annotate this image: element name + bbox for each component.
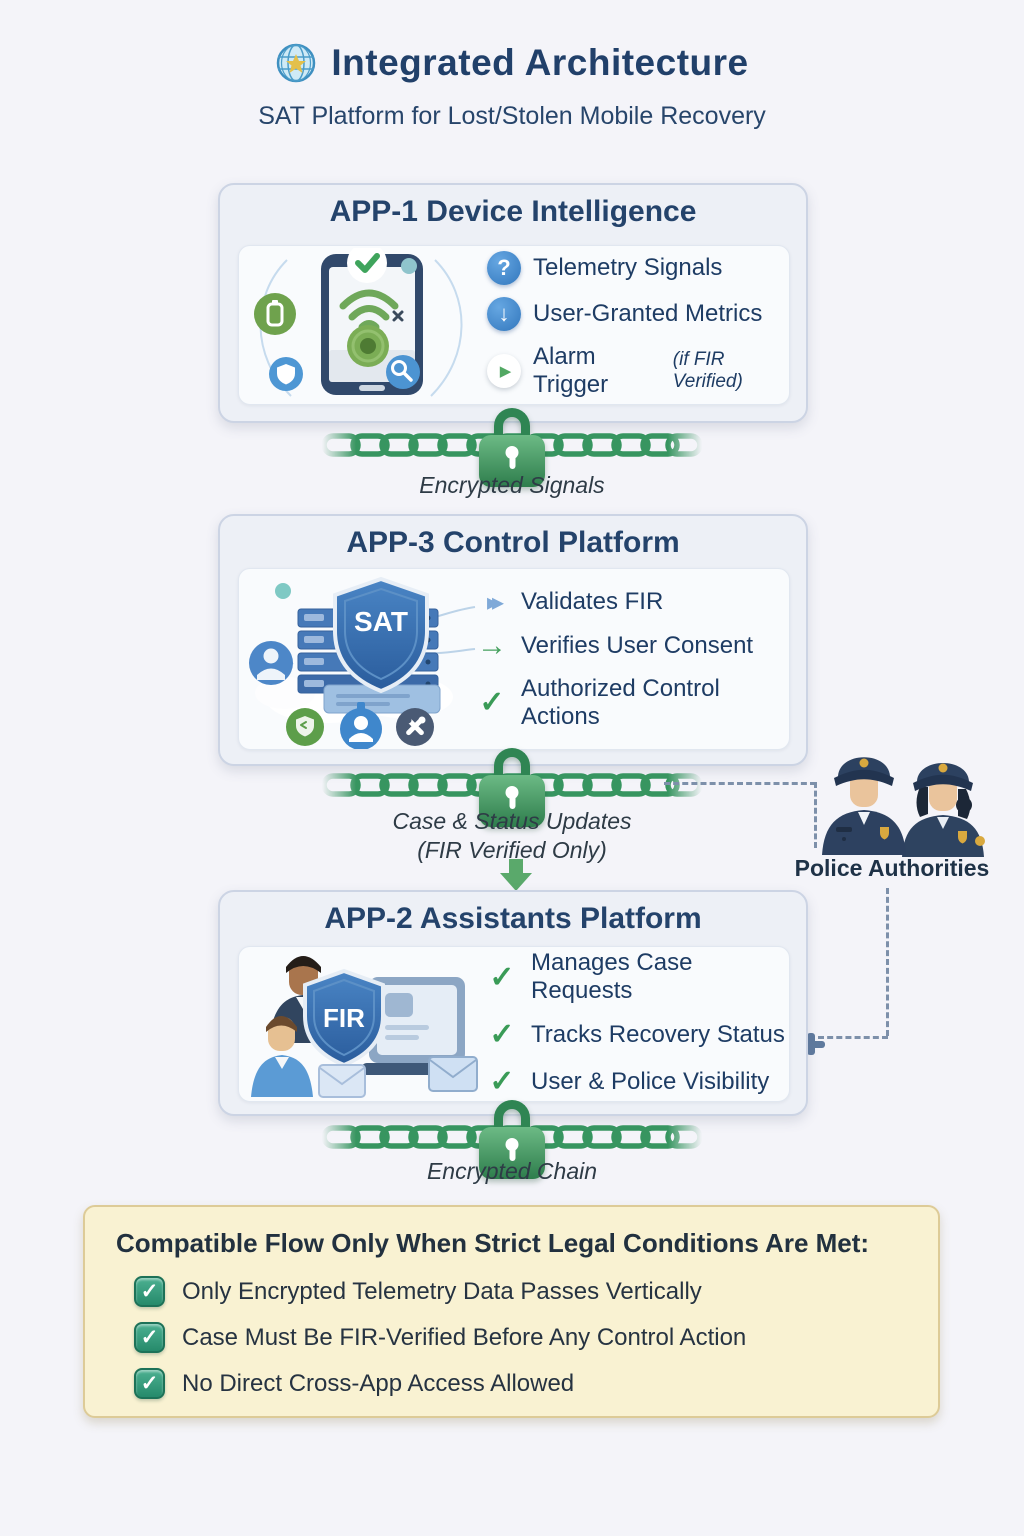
police-authorities-label: Police Authorities <box>794 855 990 881</box>
encrypted-chain-connector <box>322 748 702 827</box>
legal-conditions-box: Compatible Flow Only When Strict Legal C… <box>83 1205 940 1418</box>
dashed-connector <box>814 782 817 848</box>
checkbox-check-icon <box>134 1368 165 1399</box>
list-item: Validates FIR <box>475 588 789 617</box>
chain-label: Encrypted Signals <box>419 472 605 498</box>
download-icon <box>487 297 521 331</box>
item-text: User & Police Visibility <box>531 1067 770 1095</box>
app1-panel: Telemetry Signals User-Granted Metrics A… <box>238 245 790 405</box>
sat-server-illustration: SAT <box>249 576 476 749</box>
item-text: Verifies User Consent <box>521 631 754 659</box>
checkbox-check-icon <box>134 1276 165 1307</box>
item-text: Alarm Trigger <box>533 343 609 398</box>
list-item: Telemetry Signals <box>487 251 789 285</box>
chain-label: Case & Status Updates <box>392 808 632 834</box>
arrow-right-green-icon <box>475 629 509 663</box>
legal-item: Case Must Be FIR-Verified Before Any Con… <box>134 1322 938 1353</box>
list-item: Manages Case Requests <box>485 949 789 1005</box>
app1-title: APP-1 Device Intelligence <box>329 195 697 228</box>
app2-items: Manages Case Requests Tracks Recovery St… <box>485 947 789 1101</box>
list-item: Alarm Trigger (if FIR Verified) <box>487 343 789 399</box>
envelope-icon <box>428 1056 478 1092</box>
legal-item-text: Only Encrypted Telemetry Data Passes Ver… <box>182 1277 702 1305</box>
app3-control-platform-box: APP-3 Control Platform <box>218 514 808 766</box>
app1-device-intelligence-box: APP-1 Device Intelligence <box>218 183 808 423</box>
check-green-icon <box>475 685 509 720</box>
svg-text:SAT: SAT <box>354 606 408 637</box>
person-youth-icon <box>251 1016 313 1097</box>
item-text: Authorized Control Actions <box>521 674 720 730</box>
laptop-icon <box>361 977 473 1075</box>
item-text: Manages Case Requests <box>531 949 693 1004</box>
dashed-connector <box>886 888 889 1036</box>
app2-title: APP-2 Assistants Platform <box>324 902 702 935</box>
legal-item-text: No Direct Cross-App Access Allowed <box>182 1369 575 1397</box>
policy-shield-icon <box>286 708 324 746</box>
legal-title: Compatible Flow Only When Strict Legal C… <box>116 1228 870 1258</box>
globe-icon <box>277 43 316 83</box>
dashed-connector <box>818 1036 888 1039</box>
police-officers-icon <box>822 757 985 857</box>
encrypted-chain-connector <box>322 408 702 487</box>
list-item: Authorized Control Actions <box>475 675 789 731</box>
item-text: Tracks Recovery Status <box>531 1020 785 1048</box>
envelope-icon <box>318 1064 366 1098</box>
battery-icon <box>254 293 296 335</box>
legal-item-text: Case Must Be FIR-Verified Before Any Con… <box>182 1323 747 1351</box>
person-icon <box>340 702 382 749</box>
police-authorities-figure <box>818 733 988 862</box>
list-item: User & Police Visibility <box>485 1064 789 1099</box>
list-item: User-Granted Metrics <box>487 297 789 331</box>
app2-panel: FIR Manages Case Requests Tr <box>238 946 790 1102</box>
dashed-connector <box>664 782 816 785</box>
list-item: Verifies User Consent <box>475 629 789 663</box>
app3-title: APP-3 Control Platform <box>346 526 680 559</box>
page-header: Integrated Architecture <box>0 42 1024 84</box>
item-text: Validates FIR <box>521 588 664 615</box>
phone-telemetry-illustration <box>254 248 463 397</box>
arrow-right-blue-icon <box>475 588 509 617</box>
fir-case-illustration: FIR <box>251 956 478 1098</box>
check-green-icon <box>485 1017 519 1052</box>
chain-label: (FIR Verified Only) <box>417 837 607 863</box>
encrypted-chain-connector <box>322 1100 702 1179</box>
svg-text:FIR: FIR <box>323 1003 365 1033</box>
legal-items: Only Encrypted Telemetry Data Passes Ver… <box>134 1276 938 1399</box>
app3-panel: SAT <box>238 568 790 750</box>
app2-assistants-platform-box: APP-2 Assistants Platform <box>218 890 808 1116</box>
chain-label: Encrypted Chain <box>426 1158 598 1184</box>
tools-icon <box>396 708 434 746</box>
sat-shield-icon: SAT <box>333 576 429 694</box>
junction-icon <box>797 1031 825 1057</box>
legal-item: Only Encrypted Telemetry Data Passes Ver… <box>134 1276 938 1307</box>
check-green-icon <box>485 960 519 995</box>
down-arrow-icon <box>500 859 532 891</box>
legal-item: No Direct Cross-App Access Allowed <box>134 1368 938 1399</box>
check-green-icon <box>485 1064 519 1099</box>
padlock-icon <box>479 748 545 827</box>
padlock-icon <box>479 1100 545 1179</box>
app3-items: Validates FIR Verifies User Consent Auth… <box>475 569 789 749</box>
item-text: User-Granted Metrics <box>533 300 763 327</box>
question-icon <box>487 251 521 285</box>
item-note: (if FIR Verified) <box>672 349 743 392</box>
app1-items: Telemetry Signals User-Granted Metrics A… <box>487 246 789 404</box>
list-item: Tracks Recovery Status <box>485 1017 789 1052</box>
checkbox-check-icon <box>134 1322 165 1353</box>
play-icon <box>487 354 521 388</box>
page-subtitle: SAT Platform for Lost/Stolen Mobile Reco… <box>258 102 766 130</box>
page-title: Integrated Architecture <box>331 42 749 83</box>
fir-shield-icon: FIR <box>303 968 385 1068</box>
item-text: Telemetry Signals <box>533 254 723 281</box>
padlock-icon <box>479 408 545 487</box>
